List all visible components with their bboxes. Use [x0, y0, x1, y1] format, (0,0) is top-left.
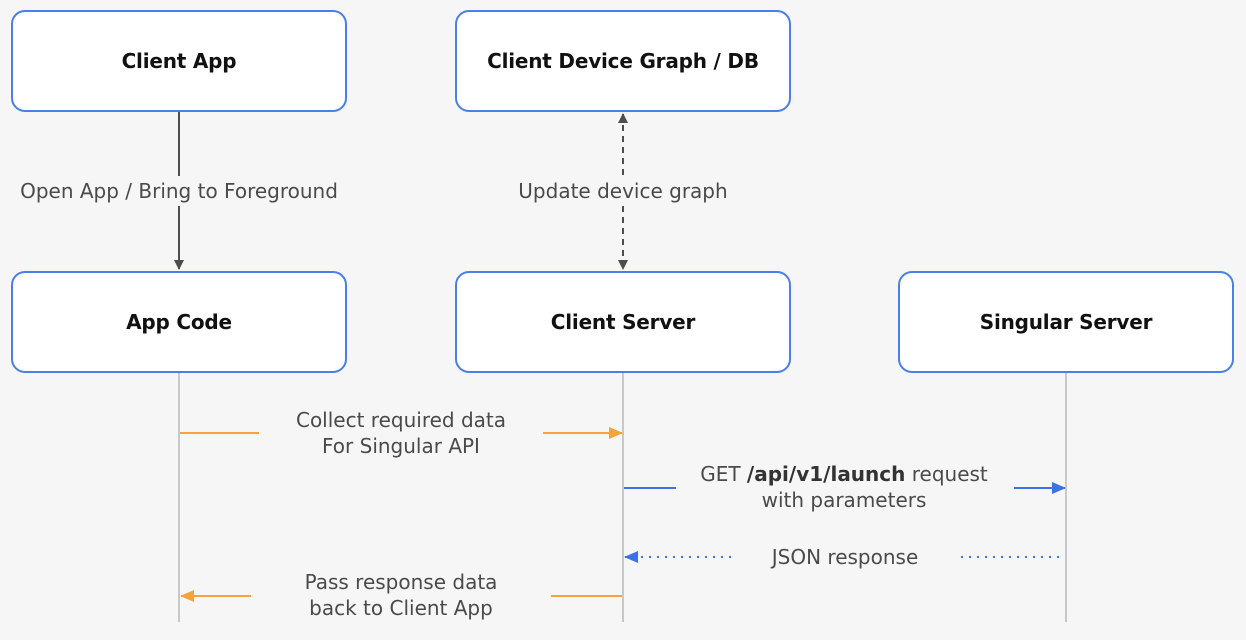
app-code-box: App Code: [11, 271, 347, 373]
client-server-label: Client Server: [550, 310, 696, 334]
pass-response-line2: back to Client App: [309, 596, 493, 620]
get-suffix: request: [911, 462, 988, 486]
get-path: /api/v1/launch: [746, 462, 906, 486]
json-response-label: JSON response: [771, 545, 919, 569]
get-request-line1: GET /api/v1/launch request: [682, 461, 1006, 487]
app-code-label: App Code: [126, 310, 232, 334]
client-device-graph-box: Client Device Graph / DB: [455, 10, 791, 112]
update-graph-label: Update device graph: [518, 179, 728, 203]
collect-data-line1: Collect required data: [295, 408, 507, 432]
client-server-box: Client Server: [455, 271, 791, 373]
client-app-label: Client App: [121, 49, 237, 73]
singular-server-label: Singular Server: [979, 310, 1153, 334]
singular-server-box: Singular Server: [898, 271, 1234, 373]
client-device-graph-label: Client Device Graph / DB: [487, 49, 759, 73]
get-method: GET: [700, 462, 741, 486]
pass-response-label: Pass response data back to Client App: [258, 569, 544, 621]
collect-data-label: Collect required data For Singular API: [265, 407, 537, 459]
client-app-box: Client App: [11, 10, 347, 112]
get-request-line2: with parameters: [761, 488, 927, 512]
open-app-label: Open App / Bring to Foreground: [20, 179, 338, 203]
pass-response-line1: Pass response data: [304, 570, 498, 594]
collect-data-line2: For Singular API: [322, 434, 480, 458]
get-request-label: GET /api/v1/launch request with paramete…: [682, 461, 1006, 513]
